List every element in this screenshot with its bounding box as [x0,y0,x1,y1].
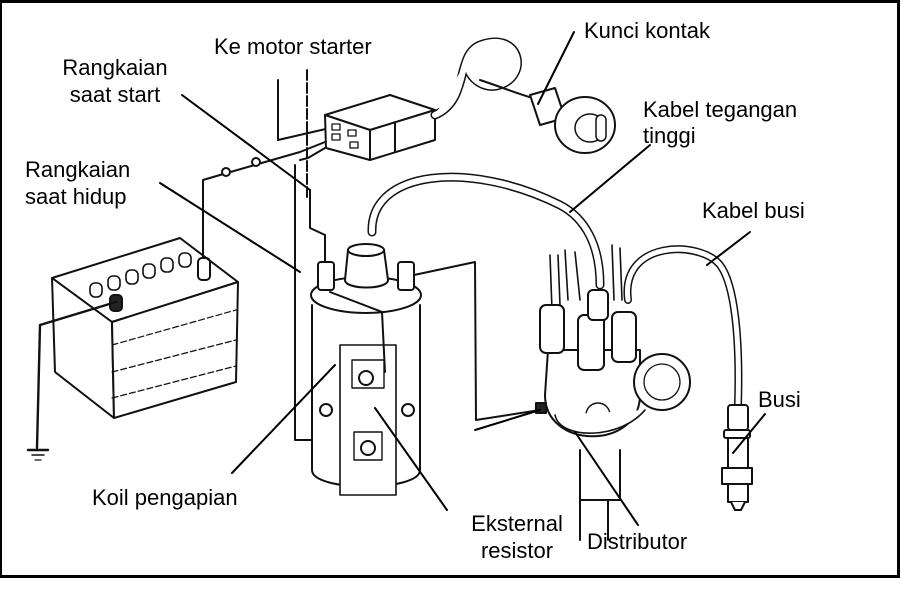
label-kabel-busi: Kabel busi [702,198,805,223]
label-kabel-tegangan-tinggi: Kabel tegangan tinggi [643,97,797,149]
spark-plug-illustration [721,404,753,511]
label-ke-motor-starter: Ke motor starter [214,34,372,59]
label-line: tinggi [643,123,696,148]
leader-kabel-busi [706,231,751,266]
leader-rangkaian-start [181,94,311,191]
distributor-leads [549,244,623,311]
leader-koil [231,364,336,474]
battery-illustration [51,237,239,419]
label-line: saat start [69,82,161,107]
label-line: Rangkaian [25,157,131,182]
label-koil-pengapian: Koil pengapian [92,485,238,510]
power-wires [202,69,363,441]
label-eksternal-resistor: Eksternal resistor [460,510,574,564]
battery-caps [89,252,192,298]
leader-busi [732,413,766,454]
high-tension-cable [367,172,605,290]
label-kunci-kontak: Kunci kontak [584,18,710,43]
coil-wiring [329,261,541,421]
leader-lines [159,31,766,526]
leader-rangkaian-hidup [159,182,301,273]
label-line: saat hidup [25,184,127,209]
leader-distributor [574,431,639,526]
leader-distributor-terminal [474,409,541,431]
leader-eksternal-resistor [374,407,448,511]
distributor-illustration [535,289,691,541]
ignition-coil-illustration [310,243,422,496]
label-line: Eksternal [471,511,563,536]
label-rangkaian-saat-start: Rangkaian saat start [50,54,180,108]
leader-kabel-tegangan [569,144,651,213]
spark-plug-cable [623,245,743,409]
label-line: resistor [480,538,554,563]
label-line: Kabel tegangan [643,97,798,122]
label-rangkaian-saat-hidup: Rangkaian saat hidup [25,156,130,210]
ground-wire [26,300,118,461]
label-line: Rangkaian [62,55,168,80]
ignition-switch-illustration [430,37,616,154]
connector-block [324,94,436,161]
label-busi: Busi [758,387,801,412]
label-distributor: Distributor [587,529,688,554]
leader-kunci-kontak [537,31,575,105]
